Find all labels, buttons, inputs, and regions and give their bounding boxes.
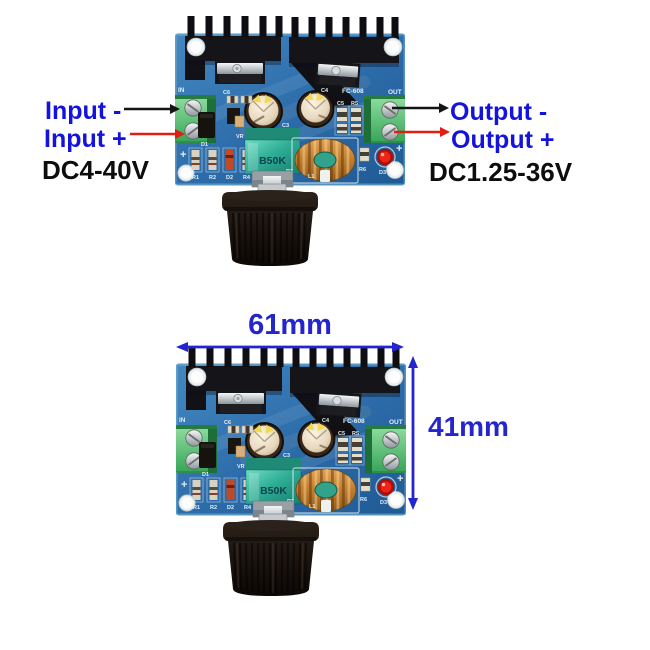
input-minus-label: Input - bbox=[45, 97, 122, 125]
buck-converter-module-photo-bottom bbox=[176, 340, 406, 600]
height-dimension-arrow bbox=[408, 356, 418, 510]
input-plus-label: Input + bbox=[44, 125, 127, 153]
height-dimension-label: 41mm bbox=[428, 411, 509, 442]
output-plus-arrow bbox=[394, 127, 450, 137]
input-plus-arrow bbox=[130, 129, 185, 139]
output-minus-label: Output - bbox=[450, 98, 548, 126]
width-dimension-arrow bbox=[176, 342, 404, 352]
input-minus-arrow bbox=[124, 104, 180, 114]
output-minus-arrow bbox=[392, 103, 449, 113]
output-plus-label: Output + bbox=[451, 126, 555, 154]
buck-converter-module-photo-top bbox=[175, 10, 405, 270]
output-voltage-range-label: DC1.25-36V bbox=[429, 157, 573, 187]
width-dimension-label: 61mm bbox=[248, 309, 332, 341]
input-voltage-range-label: DC4-40V bbox=[42, 155, 149, 185]
